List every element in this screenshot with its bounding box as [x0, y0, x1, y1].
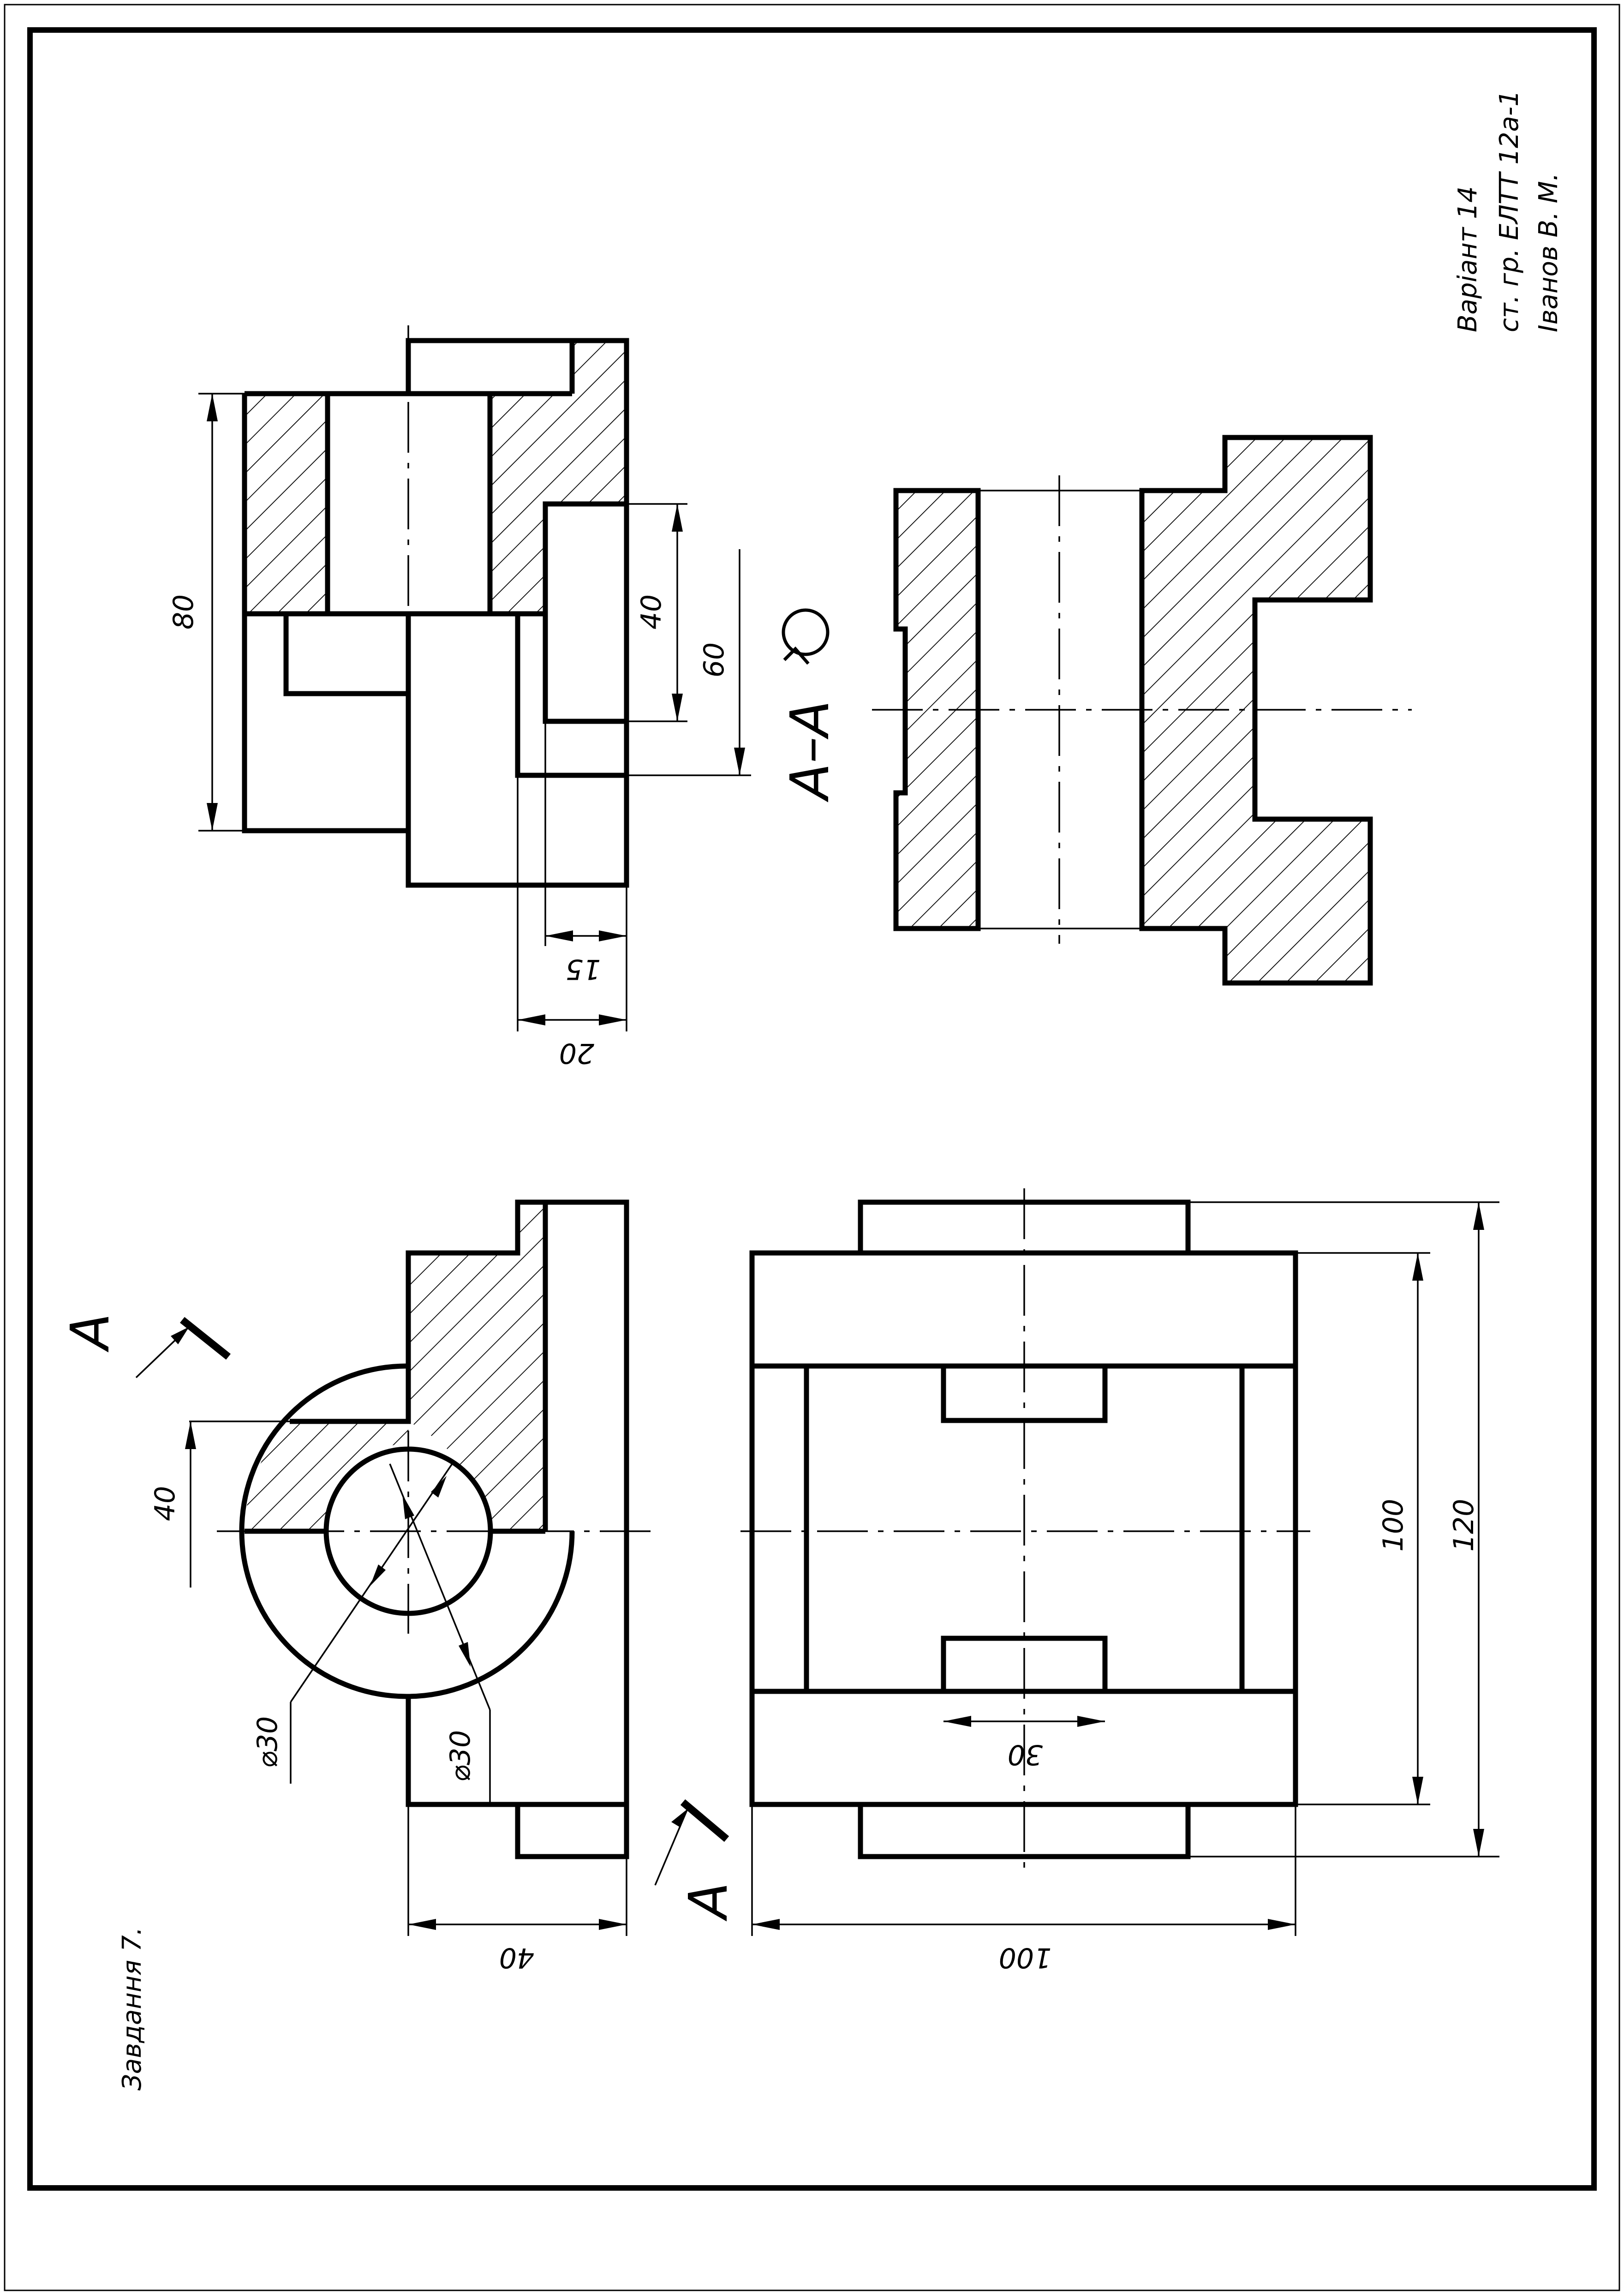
dim-arrow [752, 1919, 780, 1930]
dim-20: 20 [559, 1037, 594, 1069]
dim-arrow [207, 803, 218, 831]
dim-arrow [672, 504, 683, 532]
top-view: 80 40 60 15 20 [167, 325, 751, 1069]
outer-sheet-border [4, 4, 1620, 2291]
left-view-hatch-lower [245, 1421, 408, 1531]
front-view-slot-bottom [941, 1636, 1108, 1691]
top-view-step [543, 501, 627, 724]
dim-front-outer-120: 120 [1448, 1499, 1480, 1552]
dim-arrow [1473, 1202, 1484, 1230]
dim-arrow [599, 1014, 627, 1025]
dim-arrow [431, 1476, 447, 1498]
dim-arrow [185, 1421, 196, 1449]
dim-front-width-100: 100 [999, 1941, 1052, 1974]
task-label: Завдання 7. [117, 1927, 147, 2091]
top-view-step [515, 614, 627, 778]
dim-arrow [734, 748, 745, 775]
dim-boss-dia: ⌀30 [444, 1730, 477, 1782]
section-label: А–А [779, 701, 841, 803]
title-group: ст. гр. ЕЛТТ 12а-1 [1494, 90, 1524, 332]
section-hatch-right [1142, 437, 1370, 983]
dim-arrow [1412, 1777, 1423, 1804]
dim-arrow [207, 394, 218, 421]
title-variant: Варіант 14 [1453, 186, 1483, 332]
dim-hole-dia: ⌀30 [251, 1716, 284, 1768]
dim-arrow [672, 694, 683, 721]
dim-arrow [1268, 1919, 1296, 1930]
dim-15: 15 [566, 953, 601, 985]
section-right-outline [1139, 435, 1373, 986]
section-a-a: А–А [779, 435, 1412, 986]
dim-arrow [1412, 1253, 1423, 1281]
cut-mark-letter-bottom: А [678, 1882, 740, 1922]
dim-arrow [518, 1014, 545, 1025]
dim-arrow [459, 1642, 471, 1667]
dim-front-slot-30: 30 [1008, 1738, 1043, 1771]
cut-mark-letter-top: А [60, 1313, 121, 1353]
title-block-text: Варіант 14 ст. гр. ЕЛТТ 12а-1 Іванов В. … [1453, 90, 1564, 332]
title-student: Іванов В. М. [1534, 173, 1564, 332]
cut-mark-top: А [60, 1313, 231, 1378]
left-view-outline [406, 1199, 629, 1859]
cut-mark-bottom: А [654, 1799, 740, 1922]
top-view-hatch-left [245, 394, 328, 614]
dim-arrow [943, 1716, 971, 1727]
dim-arrow [545, 930, 573, 941]
left-view-hatch-upper [408, 1202, 545, 1531]
dim-arrow [370, 1564, 386, 1586]
dim-arrow [408, 1919, 436, 1930]
dim-arrow [1473, 1829, 1484, 1857]
top-view-hatch-right [490, 341, 627, 614]
rotated-view-icon [782, 608, 830, 665]
left-view-boss-arc [239, 1363, 575, 1699]
section-left-outline [893, 488, 981, 931]
dim-arrow [1077, 1716, 1105, 1727]
dim-arrow [402, 1494, 414, 1519]
left-view: 40 ⌀30 ⌀30 40 [149, 1199, 655, 1974]
dim-arrow [599, 1919, 627, 1930]
front-view: 30 100 120 100 [740, 1188, 1499, 1974]
dim-left-width-40: 40 [499, 1941, 534, 1974]
dim-circle-offset-40: 40 [149, 1486, 181, 1521]
dim-front-inner-100: 100 [1377, 1499, 1409, 1552]
dim-arrow [599, 930, 627, 941]
dim-40: 40 [635, 594, 668, 629]
drawing-frame [27, 27, 1597, 2191]
dim-60: 60 [698, 642, 730, 677]
dim-80: 80 [167, 594, 200, 629]
top-view-step [283, 614, 408, 696]
